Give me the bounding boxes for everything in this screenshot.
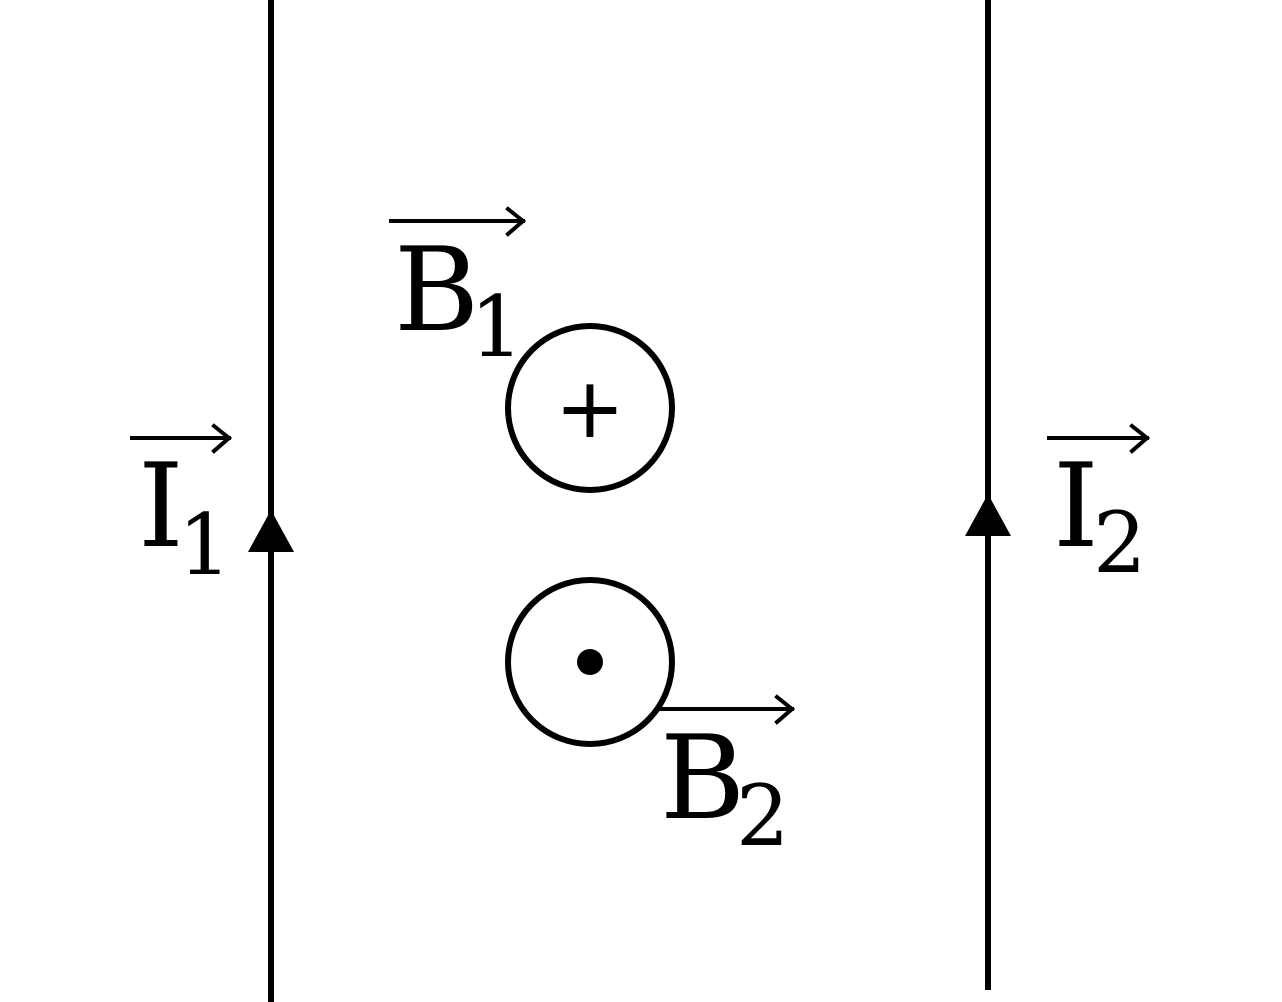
current-2-label: I 2: [1047, 423, 1151, 592]
svg-text:B: B: [394, 223, 479, 358]
field-into-page-symbol: +: [505, 323, 675, 493]
dot-icon: [577, 649, 603, 675]
svg-text:1: 1: [470, 278, 523, 376]
wire-1: [248, 0, 294, 1002]
current-2-subscript: 2: [1093, 494, 1146, 592]
field-2-subscript: 2: [736, 767, 789, 865]
svg-text:2: 2: [736, 767, 789, 865]
vector-arrow-icon: [658, 694, 796, 725]
field-out-of-page-symbol: [505, 577, 675, 747]
field-1-label: B 1: [389, 206, 527, 376]
wire-2: [965, 0, 1011, 990]
current-1-subscript: 1: [178, 496, 231, 594]
current-2-direction-arrow: [965, 494, 1011, 536]
current-1-direction-arrow: [248, 510, 294, 552]
svg-text:1: 1: [178, 496, 231, 594]
svg-text:B: B: [660, 711, 745, 846]
svg-text:2: 2: [1093, 494, 1146, 592]
svg-text:+: +: [555, 359, 625, 457]
vector-arrow-icon: [130, 423, 233, 454]
field-1-letter: B: [394, 223, 479, 358]
field-2-label: B 2: [658, 694, 796, 865]
svg-text:I: I: [138, 439, 184, 574]
current-2-letter: I: [1053, 439, 1099, 574]
vector-arrow-icon: [389, 206, 527, 237]
svg-text:I: I: [1053, 439, 1099, 574]
field-2-letter: B: [660, 711, 745, 846]
cross-icon: +: [555, 359, 625, 457]
current-1-label: I 1: [130, 423, 233, 594]
current-1-letter: I: [138, 439, 184, 574]
field-1-subscript: 1: [470, 278, 523, 376]
vector-arrow-icon: [1047, 423, 1151, 454]
